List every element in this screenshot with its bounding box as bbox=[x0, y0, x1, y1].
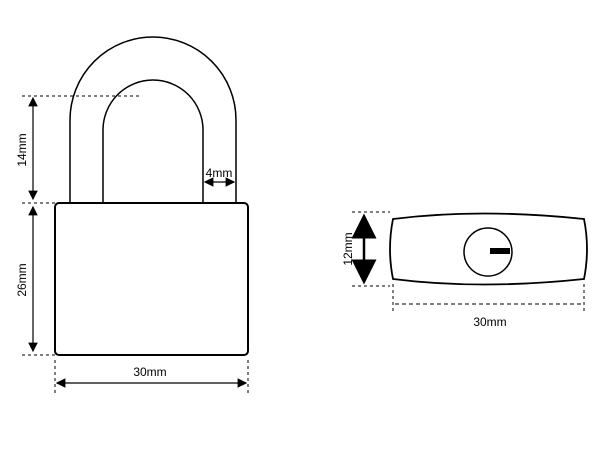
padlock-shackle bbox=[69, 36, 237, 204]
padlock-body bbox=[54, 202, 249, 356]
front-view: 14mm 26mm 4mm 30mm bbox=[15, 36, 249, 394]
body-height-label: 26mm bbox=[15, 263, 29, 296]
keyhole-circle bbox=[463, 227, 513, 277]
keyway-slot bbox=[490, 248, 510, 254]
shackle-height-label: 14mm bbox=[15, 133, 29, 166]
top-width-label: 30mm bbox=[473, 315, 506, 329]
body-width-label: 30mm bbox=[133, 365, 166, 379]
top-view: 12mm 30mm bbox=[341, 211, 588, 329]
top-height-label: 12mm bbox=[341, 232, 355, 265]
padlock-top-outline bbox=[389, 212, 588, 286]
shackle-thickness-label: 4mm bbox=[206, 166, 233, 180]
